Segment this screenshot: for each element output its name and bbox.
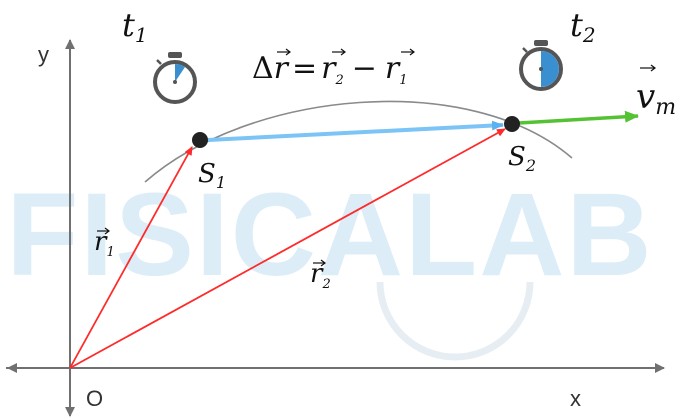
vm-label: vm [636, 64, 676, 120]
point-s2 [504, 116, 520, 132]
x-axis-label: x [570, 386, 581, 411]
svg-text:r1: r1 [94, 227, 115, 260]
displacement-vector [207, 120, 504, 142]
stopwatch-icon-t1 [153, 52, 197, 104]
t1-label: t1 [122, 6, 148, 47]
svg-text:r2: r2 [310, 259, 331, 292]
svg-text:vm: vm [636, 77, 676, 120]
watermark-arc [376, 281, 534, 361]
t2-label: t2 [570, 6, 596, 47]
r1-vector [69, 146, 193, 369]
s2-label: S2 [508, 142, 536, 175]
origin-label: O [86, 386, 103, 411]
stopwatch-icon-t2 [519, 40, 563, 91]
r1-label: r1 [94, 227, 115, 260]
trajectory-curve [144, 100, 573, 183]
velocity-vector [518, 110, 639, 125]
displacement-equation: Δr=r2−r1 [252, 48, 415, 88]
watermark: FISICALAB [6, 169, 653, 301]
s1-label: S1 [198, 159, 226, 192]
svg-text:Δr=r2−r1: Δr=r2−r1 [252, 51, 408, 88]
r2-vector [69, 128, 506, 369]
point-s1 [192, 132, 208, 148]
y-axis-label: y [38, 42, 49, 67]
r2-label: r2 [310, 259, 331, 292]
